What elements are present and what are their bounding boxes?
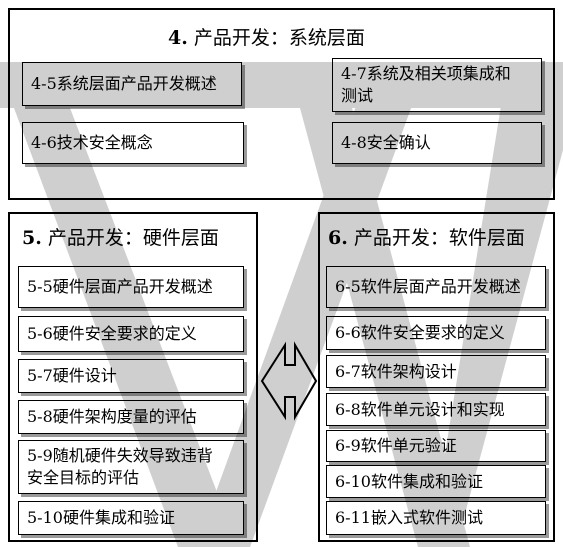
- hardware-item-label: 5-6硬件安全要求的定义: [27, 324, 197, 343]
- system-level-label: 产品开发：系统层面: [193, 27, 365, 49]
- hardware-item-5-8: 5-8硬件架构度量的评估: [18, 400, 244, 434]
- system-item-label: 4-6技术安全概念: [31, 133, 153, 152]
- system-item-4-6: 4-6技术安全概念: [22, 122, 244, 164]
- software-level-label: 产品开发：软件层面: [353, 227, 525, 249]
- hardware-item-label: 5-7硬件设计: [27, 366, 117, 385]
- software-item-label: 6-7软件架构设计: [335, 361, 457, 381]
- hardware-item-label: 5-8硬件架构度量的评估: [27, 407, 197, 426]
- software-item-label: 6-11嵌入式软件测试: [335, 508, 483, 527]
- software-item-6-11: 6-11嵌入式软件测试: [326, 501, 546, 535]
- hardware-item-label: 5-9随机硬件失效导致违背安全目标的评估: [27, 446, 213, 487]
- software-item-6-7: 6-7软件架构设计: [326, 355, 546, 388]
- software-level-title: 6. 产品开发：软件层面: [328, 226, 525, 250]
- system-item-label: 4-7系统及相关项集成和测试: [341, 64, 511, 105]
- software-level-number: 6.: [328, 227, 348, 249]
- hardware-item-label: 5-10硬件集成和验证: [27, 508, 175, 527]
- hardware-level-number: 5.: [22, 227, 42, 249]
- software-item-6-5: 6-5软件层面产品开发概述: [326, 266, 546, 308]
- software-item-label: 6-9软件单元验证: [335, 436, 457, 455]
- system-level-title: 4. 产品开发：系统层面: [168, 26, 365, 50]
- double-arrow-shape: [260, 341, 318, 421]
- system-item-label: 4-8安全确认: [341, 133, 431, 152]
- system-item-4-8: 4-8安全确认: [332, 122, 542, 164]
- software-item-label: 6-8软件单元设计和实现: [335, 399, 505, 419]
- hardware-item-5-9: 5-9随机硬件失效导致违背安全目标的评估: [18, 440, 244, 494]
- software-item-6-9: 6-9软件单元验证: [326, 430, 546, 462]
- system-item-4-5: 4-5系统层面产品开发概述: [22, 62, 242, 106]
- system-level-number: 4.: [168, 27, 188, 49]
- hardware-item-5-5: 5-5硬件层面产品开发概述: [18, 266, 244, 308]
- software-item-label: 6-5软件层面产品开发概述: [335, 277, 521, 296]
- hardware-item-5-10: 5-10硬件集成和验证: [18, 501, 244, 535]
- software-item-6-8: 6-8软件单元设计和实现: [326, 393, 546, 426]
- software-item-label: 6-10软件集成和验证: [335, 471, 483, 491]
- hardware-level-title: 5. 产品开发：硬件层面: [22, 226, 219, 250]
- hardware-item-5-6: 5-6硬件安全要求的定义: [18, 316, 244, 352]
- hardware-item-label: 5-5硬件层面产品开发概述: [27, 277, 213, 296]
- software-item-label: 6-6软件安全要求的定义: [335, 323, 505, 342]
- hardware-item-5-7: 5-7硬件设计: [18, 359, 244, 393]
- system-item-4-7: 4-7系统及相关项集成和测试: [332, 58, 542, 112]
- system-item-label: 4-5系统层面产品开发概述: [31, 74, 217, 93]
- software-item-6-10: 6-10软件集成和验证: [326, 465, 546, 498]
- hardware-level-label: 产品开发：硬件层面: [47, 227, 219, 249]
- software-item-6-6: 6-6软件安全要求的定义: [326, 316, 546, 350]
